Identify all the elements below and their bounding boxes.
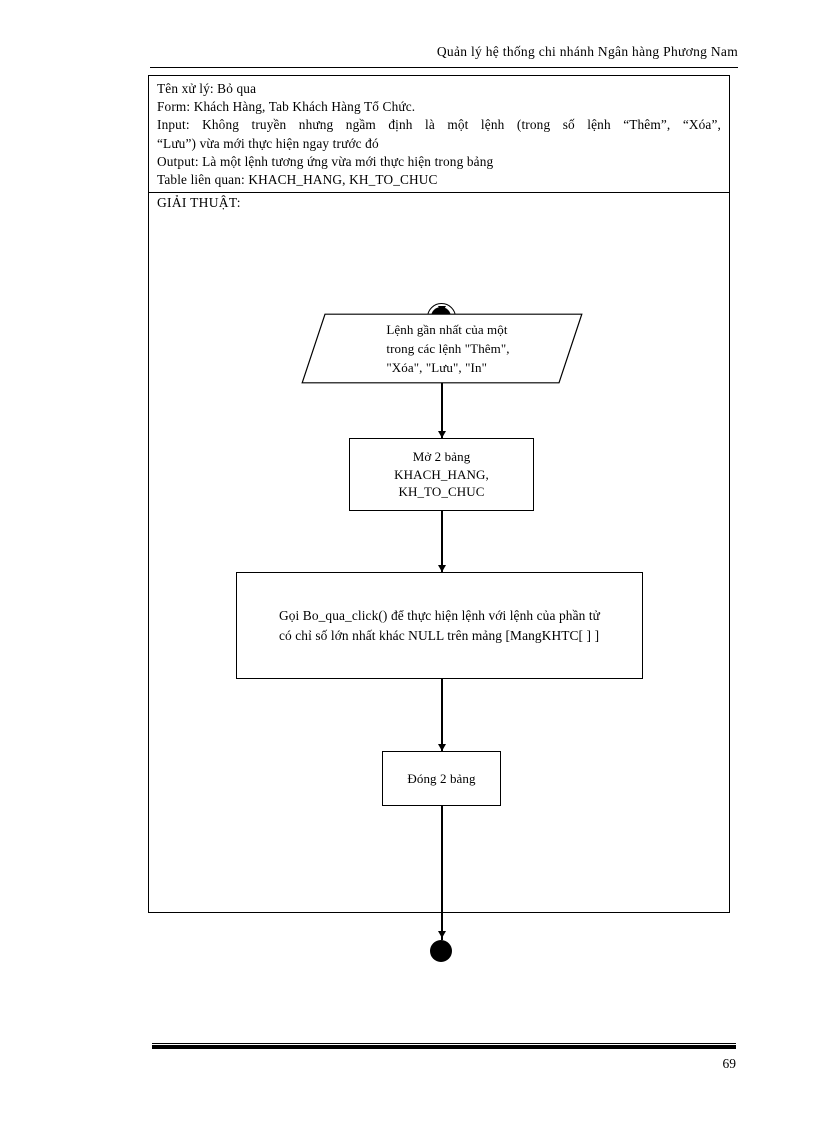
arrowhead-input [437, 306, 446, 313]
arrowhead-process [437, 565, 446, 572]
open-tables-line-1: Mở 2 bảng [412, 449, 471, 465]
flowchart-close-tables-node: Đóng 2 bảng [382, 751, 501, 806]
input-node-line-1: Lệnh gần nhất của một [386, 322, 508, 337]
process-line-2: có chỉ số lớn nhất khác NULL trên mảng [… [278, 627, 600, 643]
process-line-1: Gọi Bo_qua_click() để thực hiện lệnh với… [278, 607, 601, 623]
connector-process-to-close-tables [441, 679, 443, 758]
algorithm-heading: GIẢI THUẬT: [157, 195, 241, 210]
specification-info-block: Tên xử lý: Bỏ qua Form: Khách Hàng, Tab … [149, 76, 729, 194]
input-node-line-2: trong các lệnh "Thêm", [386, 341, 510, 356]
spec-line-table: Table liên quan: KHACH_HANG, KH_TO_CHUC [157, 172, 438, 188]
spec-line-input-2: “Lưu”) vừa mới thực hiện ngay trước đó [157, 135, 379, 151]
page-header: Quản lý hệ thống chi nhánh Ngân hàng Phư… [436, 44, 738, 59]
spec-line-form: Form: Khách Hàng, Tab Khách Hàng Tổ Chức… [157, 99, 416, 115]
spec-line-name: Tên xử lý: Bỏ qua [157, 81, 257, 96]
flowchart-input-node: Lệnh gần nhất của một trong các lệnh "Th… [301, 313, 583, 384]
flowchart-open-tables-node: Mở 2 bảng KHACH_HANG, KH_TO_CHUC [349, 438, 534, 511]
arrowhead-end [437, 931, 446, 938]
specification-box: Tên xử lý: Bỏ qua Form: Khách Hàng, Tab … [148, 75, 731, 962]
footer-rule-inner [152, 1044, 736, 1048]
input-node-line-3: "Xóa", "Lưu", "In" [386, 360, 487, 375]
flowchart-process-node: Gọi Bo_qua_click() để thực hiện lệnh với… [236, 572, 643, 679]
connector-open-tables-to-process [441, 511, 443, 572]
close-tables-label: Đóng 2 bảng [407, 770, 476, 786]
arrowhead-close-tables [437, 744, 446, 751]
end-node-icon [430, 940, 452, 962]
arrowhead-open-tables [437, 431, 446, 438]
header-rule [150, 67, 738, 68]
open-tables-line-3: KH_TO_CHUC [398, 484, 485, 500]
connector-close-tables-to-end [441, 806, 443, 940]
spec-line-output: Output: Là một lệnh tương ứng vừa mới th… [157, 153, 494, 169]
spec-line-input-1: Input: Không truyền nhưng ngầm định là m… [157, 117, 721, 133]
flowchart-diagram: Lệnh gần nhất của một trong các lệnh "Th… [149, 76, 731, 962]
connector-input-to-open-tables [441, 384, 443, 438]
page-number: 69 [722, 1056, 737, 1071]
open-tables-line-2: KHACH_HANG, [394, 466, 489, 482]
